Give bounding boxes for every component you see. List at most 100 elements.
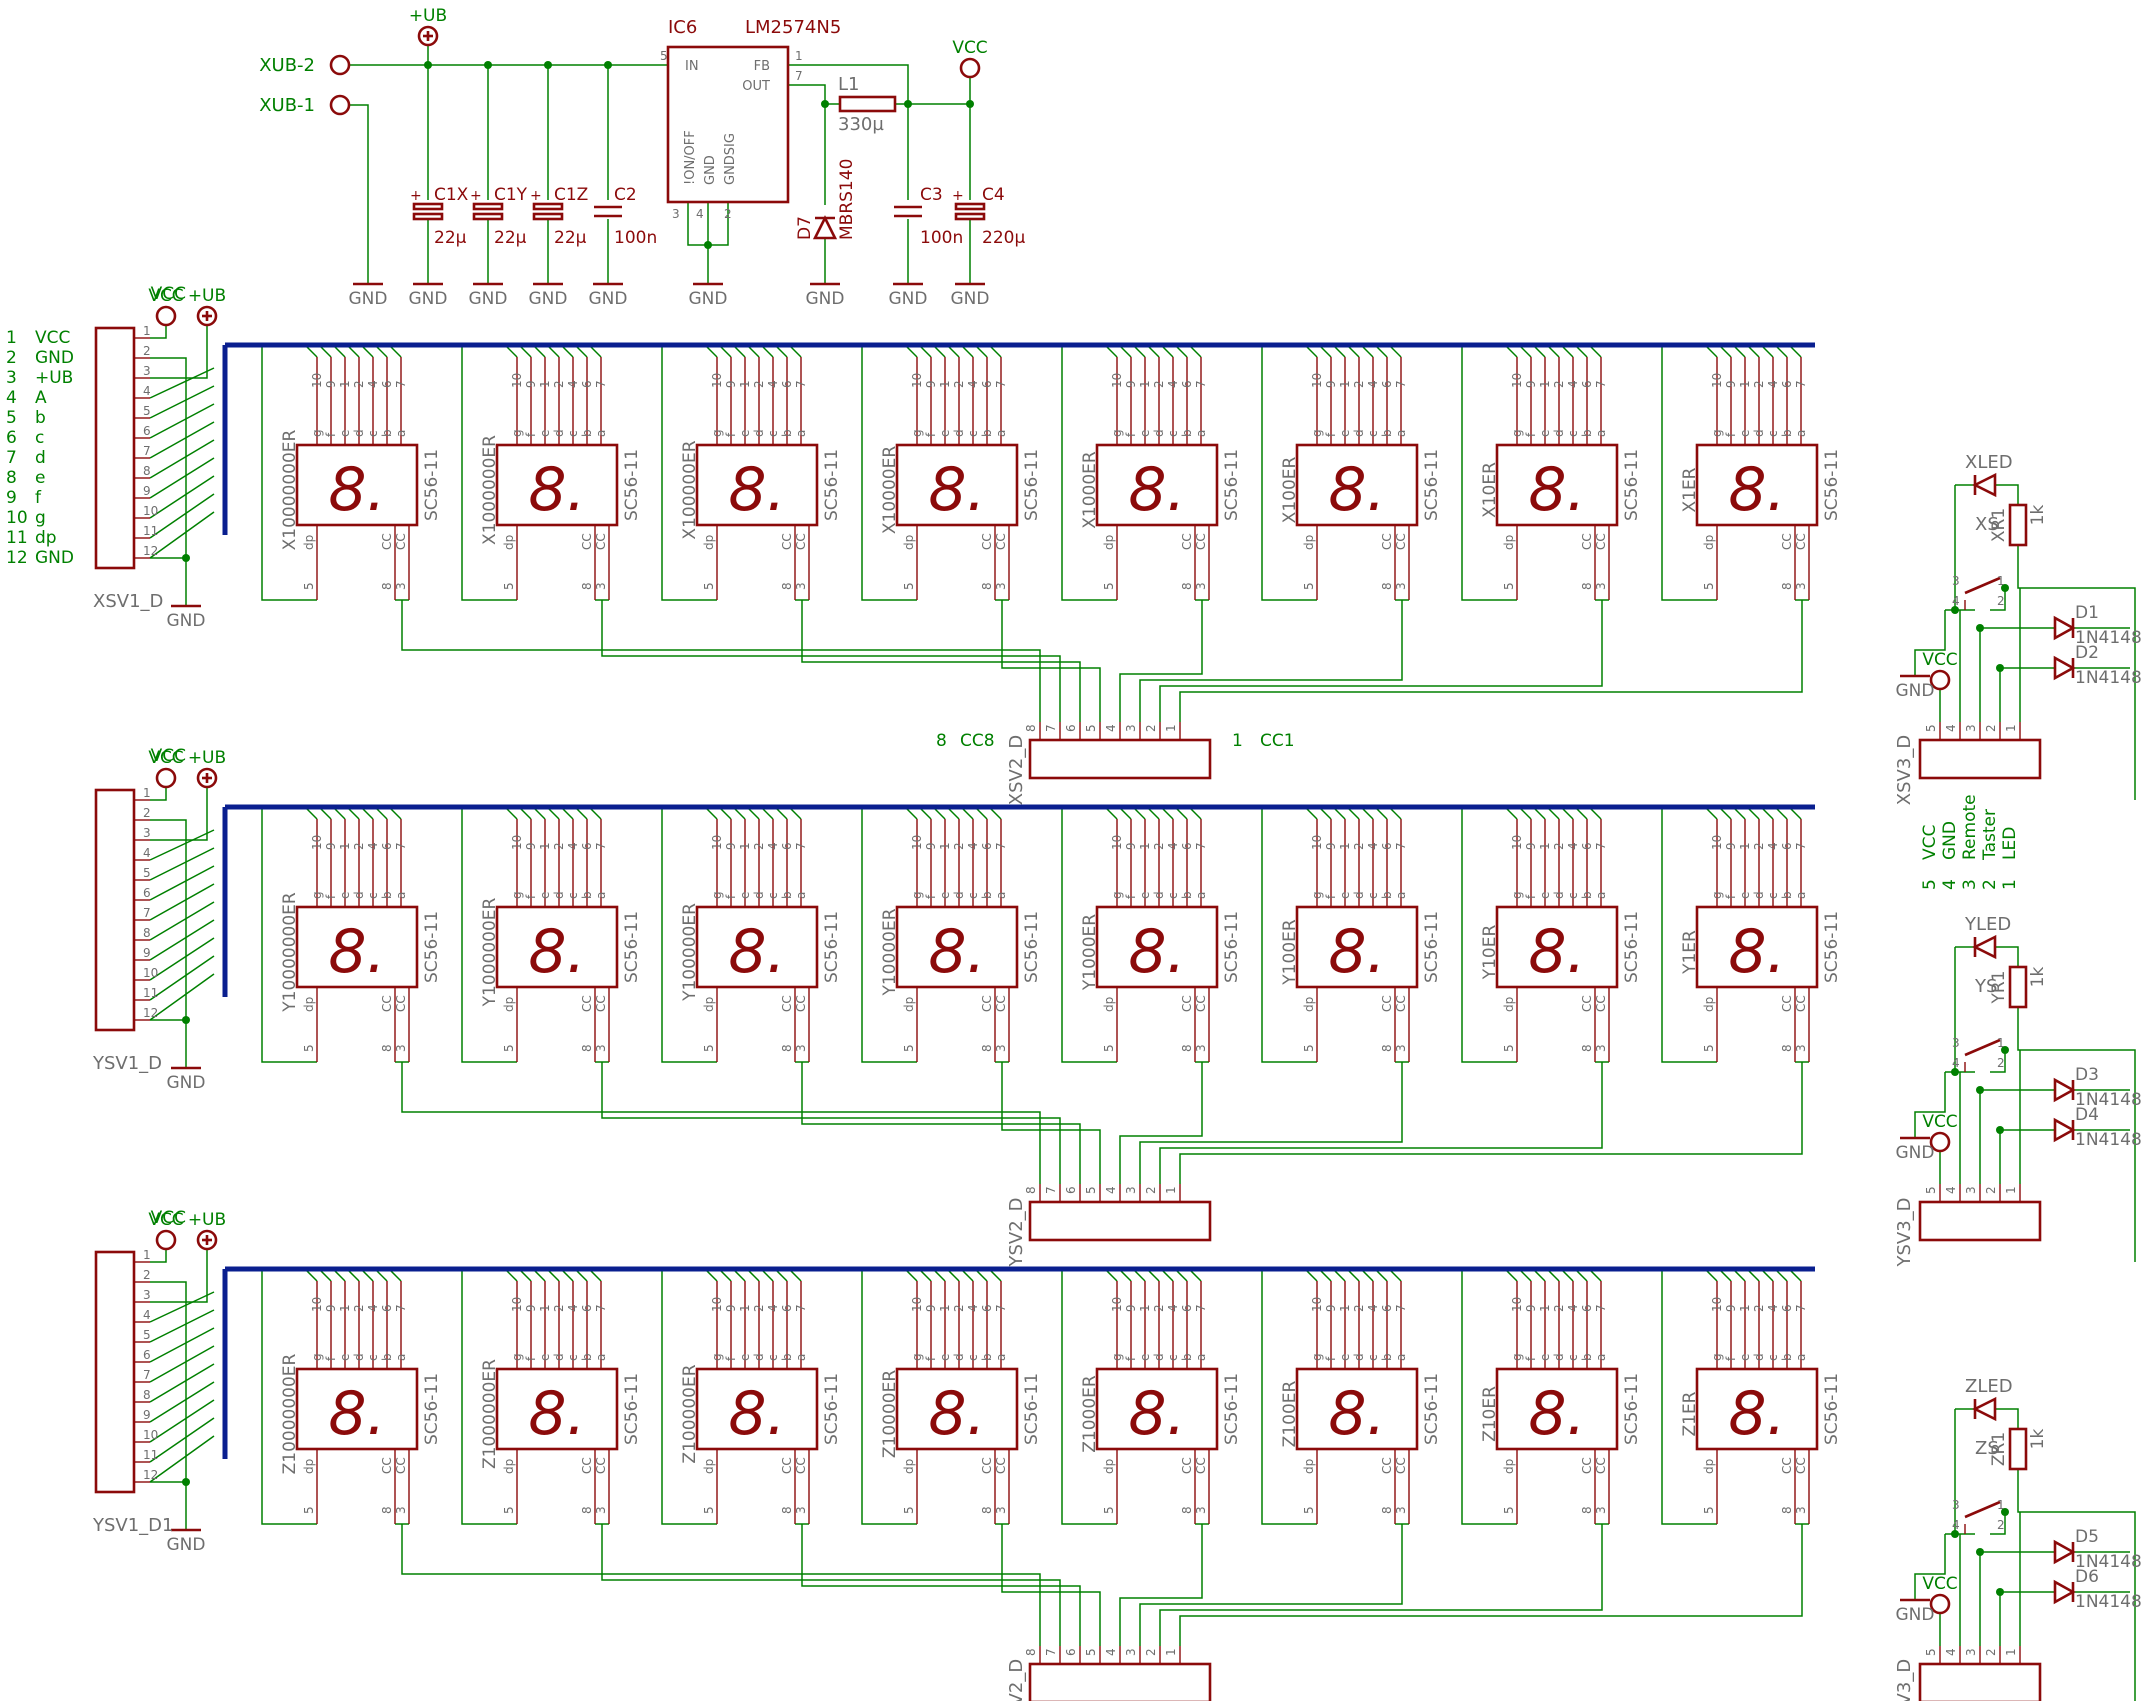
segment-label: a <box>794 1354 808 1361</box>
pin-number: 9 <box>524 1304 538 1312</box>
segment-label: b <box>980 429 994 437</box>
pin-number: 9 <box>324 1304 338 1312</box>
pin-label: CC <box>580 533 594 550</box>
legend-pin-number: 3 <box>1960 879 1980 890</box>
wire <box>1119 1062 1203 1184</box>
segment-label: g <box>710 891 724 899</box>
pin-number: 1 <box>1138 1304 1152 1312</box>
segment-label: e <box>1738 892 1752 899</box>
pin-number: 8 <box>980 582 994 590</box>
segment-label: f <box>724 432 738 437</box>
wire <box>261 1269 317 1525</box>
ground-label: GND <box>1896 1143 1935 1163</box>
segment-label: a <box>994 1354 1008 1361</box>
pin-number: 7 <box>1394 842 1408 850</box>
segment-label: e <box>538 430 552 437</box>
diode-name: D6 <box>2075 1567 2099 1587</box>
wire <box>1061 807 1117 1063</box>
pin-number: 2 <box>143 806 151 820</box>
segment-label: c <box>366 430 380 437</box>
pin-number: 1 <box>538 380 552 388</box>
pin-number: 6 <box>780 1304 794 1312</box>
pin-number: 6 <box>380 1304 394 1312</box>
header-connector <box>94 1250 136 1494</box>
pin-number: 8 <box>1380 1044 1394 1052</box>
seven-segment-display <box>895 443 1019 527</box>
segment-label: c <box>766 430 780 437</box>
segment-label: b <box>1180 891 1194 899</box>
pin-label: dp <box>1102 535 1116 550</box>
inductor-name: L1 <box>838 74 859 95</box>
segment-label: f <box>1524 894 1538 899</box>
pin-number: 10 <box>143 1428 158 1442</box>
pin-number: 1 <box>1538 1304 1552 1312</box>
segment-label: d <box>1552 1353 1566 1361</box>
wire <box>149 1309 215 1343</box>
electrolytic-capacitor <box>472 202 504 211</box>
segment-label: g <box>1110 891 1124 899</box>
wire <box>1461 1269 1517 1525</box>
ic-pin-label: FB <box>754 59 770 74</box>
pin-number: 11 <box>143 524 158 538</box>
pin-label: dp <box>302 997 316 1012</box>
segment-label: g <box>910 1353 924 1361</box>
supply-vcc-label: VCC <box>1922 650 1957 670</box>
pin-label: CC <box>994 1457 1008 1474</box>
display-digit: 8. <box>328 917 385 987</box>
connector-name: YSV3_D <box>1894 1197 1915 1267</box>
connector-name: YSV1_D <box>92 1053 162 1074</box>
pin-number: 4 <box>1104 1648 1118 1656</box>
pin-number: 4 <box>966 842 980 850</box>
seven-segment-display <box>1295 905 1419 989</box>
pin-number: 1 <box>938 1304 952 1312</box>
wire <box>401 1524 1041 1646</box>
segment-label: e <box>538 1354 552 1361</box>
segment-label: b <box>780 1353 794 1361</box>
header-connector <box>94 326 136 570</box>
wire <box>149 457 215 499</box>
pin-number: 7 <box>143 906 151 920</box>
pin-number: 6 <box>1780 1304 1794 1312</box>
wire <box>861 1269 917 1525</box>
wire <box>1119 1524 1203 1646</box>
legend-pin-number: 4 <box>6 388 17 408</box>
pin-number: 4 <box>566 842 580 850</box>
segment-label: c <box>566 892 580 899</box>
wire <box>661 1269 717 1525</box>
display-name: Y1000000ER <box>480 897 500 1007</box>
pin-number: 1 <box>1164 1186 1178 1194</box>
pin-number: 6 <box>1180 380 1194 388</box>
segment-label: c <box>966 430 980 437</box>
legend-pin-number: 6 <box>6 428 17 448</box>
seven-segment-display <box>1695 443 1819 527</box>
pin-number: 5 <box>702 582 716 590</box>
wire <box>150 787 208 841</box>
segment-label: d <box>352 429 366 437</box>
display-digit: 8. <box>328 1379 385 1449</box>
supply-vcc-symbol <box>155 305 177 327</box>
display-digit: 8. <box>1328 917 1385 987</box>
button-connector <box>1918 738 2042 780</box>
pin-number: 7 <box>1594 380 1608 388</box>
segment-label: b <box>1580 1353 1594 1361</box>
segment-label: b <box>780 891 794 899</box>
diode-value: 1N4148 <box>2075 1552 2142 1572</box>
legend-signal: LED <box>2000 827 2020 860</box>
legend-signal: Remote <box>1960 794 1980 860</box>
pin-number: 4 <box>1766 380 1780 388</box>
pin-label: dp <box>902 1459 916 1474</box>
display-part: SC56-11 <box>1222 449 1242 521</box>
pin-number: 3 <box>143 1288 151 1302</box>
segment-label: a <box>1594 430 1608 437</box>
pin-number: 4 <box>966 1304 980 1312</box>
pin-number: 6 <box>1580 380 1594 388</box>
display-part: SC56-11 <box>1022 1373 1042 1445</box>
legend-pin-number: 12 <box>6 548 28 568</box>
pin-number: 3 <box>994 1506 1008 1514</box>
wire <box>861 807 917 1063</box>
pin-number: 10 <box>1310 835 1324 850</box>
display-name: X10000ER <box>880 446 900 534</box>
pin-number: 2 <box>1984 724 1998 732</box>
electrolytic-capacitor <box>412 212 444 221</box>
wire <box>1914 610 1946 660</box>
